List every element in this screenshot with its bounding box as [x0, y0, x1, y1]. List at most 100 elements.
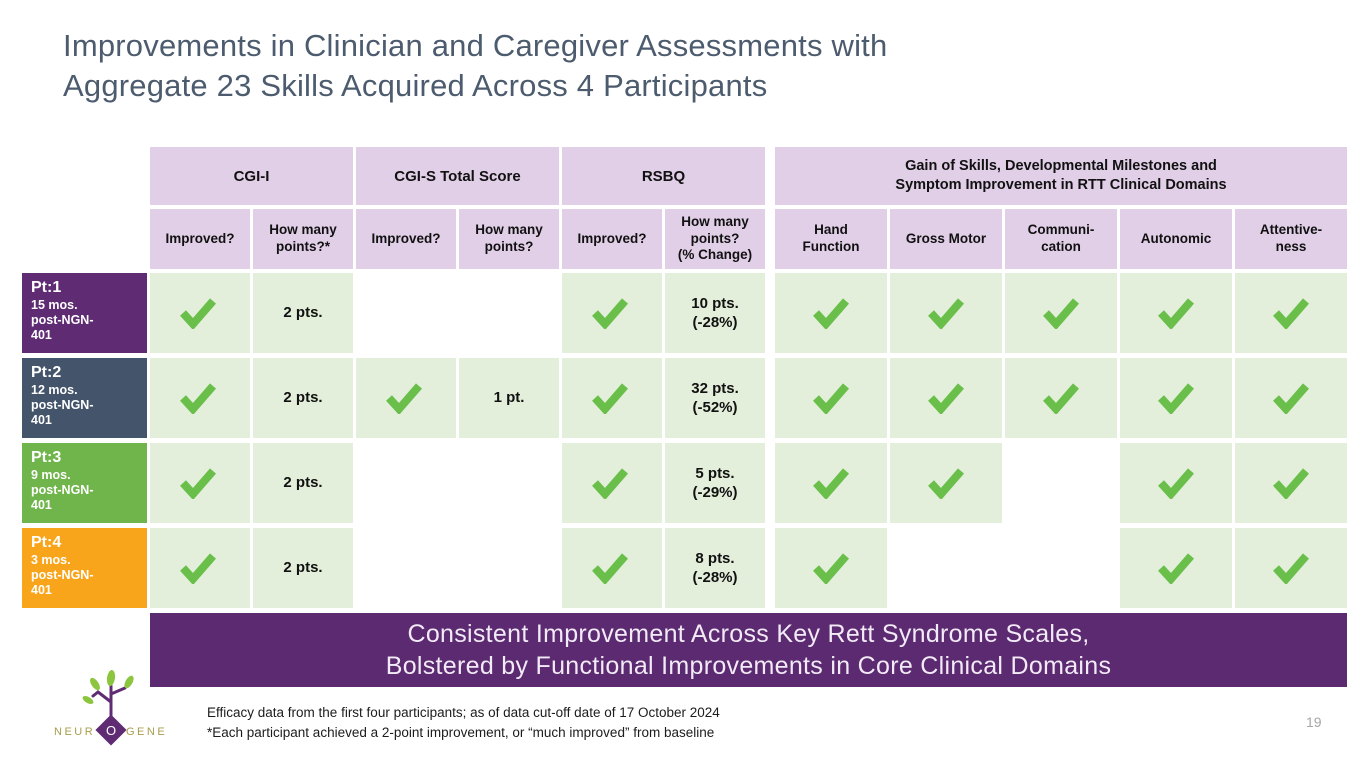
page-title: Improvements in Clinician and Caregiver …: [63, 26, 887, 105]
check-icon: [1272, 552, 1310, 584]
col-header-cgis-points: How many points?: [459, 209, 559, 269]
cell-value: 2 pts.: [283, 304, 323, 322]
cell-gross-motor: [890, 273, 1002, 353]
table-gap: [768, 147, 772, 205]
assessment-table: CGI-I CGI-S Total Score RSBQ Gain of Ski…: [22, 147, 1347, 687]
cell-cgis-points: [459, 273, 559, 353]
participant-pt1: Pt:1 15 mos. post-NGN- 401: [22, 273, 147, 353]
cell-autonomic: [1120, 358, 1232, 438]
col-header-rsbq-improved: Improved?: [562, 209, 662, 269]
cell-value: 32 pts. (-52%): [691, 379, 739, 417]
cell-hand-function: [775, 358, 887, 438]
check-icon: [927, 467, 965, 499]
participant-label: Pt:3: [31, 449, 62, 466]
cell-value: 2 pts.: [283, 474, 323, 492]
logo-o: O: [106, 723, 116, 738]
cell-cgii-improved: [150, 273, 250, 353]
group-header-rsbq: RSBQ: [562, 147, 765, 205]
participant-pt2: Pt:2 12 mos. post-NGN- 401: [22, 358, 147, 438]
cell-rsbq-points: 5 pts. (-29%): [665, 443, 765, 523]
cell-rsbq-improved: [562, 358, 662, 438]
logo-text-left: NEUR: [54, 726, 95, 738]
check-icon: [1157, 552, 1195, 584]
col-header-communication: Communi- cation: [1005, 209, 1117, 269]
cell-cgis-points: [459, 443, 559, 523]
table-gap: [768, 528, 772, 608]
cell-cgis-improved: [356, 528, 456, 608]
group-header-cgii: CGI-I: [150, 147, 353, 205]
cell-rsbq-points: 8 pts. (-28%): [665, 528, 765, 608]
cell-cgii-improved: [150, 443, 250, 523]
cell-cgii-points: 2 pts.: [253, 528, 353, 608]
check-icon: [591, 382, 629, 414]
cell-attentiveness: [1235, 273, 1347, 353]
footnote-line1: Efficacy data from the first four partic…: [207, 705, 720, 720]
cell-autonomic: [1120, 443, 1232, 523]
cell-cgis-points: 1 pt.: [459, 358, 559, 438]
table-gap: [768, 273, 772, 353]
cell-cgii-points: 2 pts.: [253, 273, 353, 353]
page-title-line1: Improvements in Clinician and Caregiver …: [63, 28, 888, 63]
check-icon: [591, 467, 629, 499]
check-icon: [591, 552, 629, 584]
cell-communication: [1005, 528, 1117, 608]
cell-communication: [1005, 443, 1117, 523]
cell-rsbq-points: 10 pts. (-28%): [665, 273, 765, 353]
neurogene-logo: O NEUR GENE: [52, 658, 170, 755]
cell-value: 2 pts.: [283, 559, 323, 577]
cell-cgii-points: 2 pts.: [253, 358, 353, 438]
check-icon: [1157, 467, 1195, 499]
col-header-cgii-improved: Improved?: [150, 209, 250, 269]
participant-pt3: Pt:3 9 mos. post-NGN- 401: [22, 443, 147, 523]
col-header-cgis-improved: Improved?: [356, 209, 456, 269]
cell-autonomic: [1120, 273, 1232, 353]
cell-gross-motor: [890, 443, 1002, 523]
group-header-cgis: CGI-S Total Score: [356, 147, 559, 205]
col-header-cgii-points: How many points?*: [253, 209, 353, 269]
cell-rsbq-improved: [562, 273, 662, 353]
cell-communication: [1005, 358, 1117, 438]
check-icon: [179, 552, 217, 584]
cell-attentiveness: [1235, 443, 1347, 523]
check-icon: [812, 382, 850, 414]
footnotes: Efficacy data from the first four partic…: [207, 703, 720, 744]
summary-banner: Consistent Improvement Across Key Rett S…: [150, 613, 1347, 687]
check-icon: [1042, 297, 1080, 329]
check-icon: [1272, 382, 1310, 414]
cell-value: 8 pts. (-28%): [692, 549, 738, 587]
table-gap: [768, 209, 772, 269]
table-row-pt3: Pt:3 9 mos. post-NGN- 401 2 pts. 5 pts. …: [22, 443, 1347, 523]
check-icon: [179, 297, 217, 329]
summary-banner-line2: Bolstered by Functional Improvements in …: [385, 652, 1112, 680]
check-icon: [1272, 467, 1310, 499]
cell-hand-function: [775, 528, 887, 608]
col-header-gross-motor: Gross Motor: [890, 209, 1002, 269]
check-icon: [812, 297, 850, 329]
cell-cgis-points: [459, 528, 559, 608]
participant-sublabel: 3 mos. post-NGN- 401: [31, 553, 94, 597]
cell-cgis-improved: [356, 273, 456, 353]
table-gap: [768, 358, 772, 438]
summary-banner-line1: Consistent Improvement Across Key Rett S…: [407, 619, 1090, 648]
cell-value: 5 pts. (-29%): [692, 464, 738, 502]
cell-cgii-points: 2 pts.: [253, 443, 353, 523]
column-header-row: Improved? How many points?* Improved? Ho…: [150, 209, 1347, 269]
cell-rsbq-improved: [562, 443, 662, 523]
cell-communication: [1005, 273, 1117, 353]
col-header-rsbq-points: How many points? (% Change): [665, 209, 765, 269]
participant-label: Pt:4: [31, 534, 62, 551]
check-icon: [1157, 382, 1195, 414]
table-row-pt4: Pt:4 3 mos. post-NGN- 401 2 pts. 8 pts. …: [22, 528, 1347, 608]
check-icon: [1157, 297, 1195, 329]
cell-cgis-improved: [356, 358, 456, 438]
cell-gross-motor: [890, 358, 1002, 438]
check-icon: [1042, 382, 1080, 414]
cell-rsbq-improved: [562, 528, 662, 608]
col-header-autonomic: Autonomic: [1120, 209, 1232, 269]
check-icon: [812, 467, 850, 499]
cell-gross-motor: [890, 528, 1002, 608]
cell-attentiveness: [1235, 358, 1347, 438]
check-icon: [591, 297, 629, 329]
check-icon: [1272, 297, 1310, 329]
